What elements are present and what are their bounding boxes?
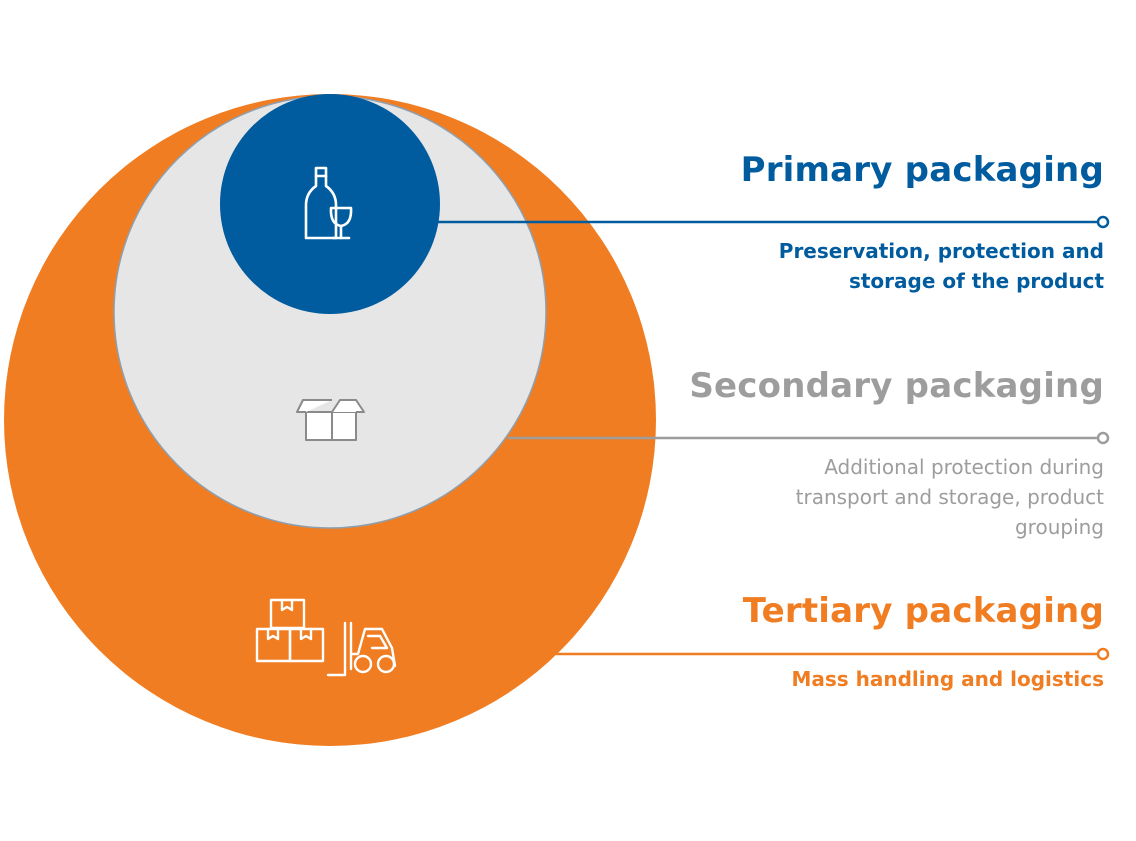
wine-bottle-glass-icon [304,166,353,240]
primary-packaging-title: Primary packaging [740,150,1104,190]
open-box-icon [296,399,365,441]
tertiary-connector [556,647,1110,661]
primary-packaging-description: Preservation, protection and storage of … [778,239,1104,293]
tertiary-packaging-title: Tertiary packaging [742,591,1104,631]
tertiary-packaging-description: Mass handling and logistics [791,667,1104,691]
primary-connector [438,215,1110,229]
secondary-connector [508,431,1110,445]
primary-circle [220,94,440,314]
secondary-packaging-title: Secondary packaging [689,366,1104,406]
boxes-forklift-icon [255,598,397,677]
secondary-packaging-description: Additional protection during transport a… [795,455,1104,539]
